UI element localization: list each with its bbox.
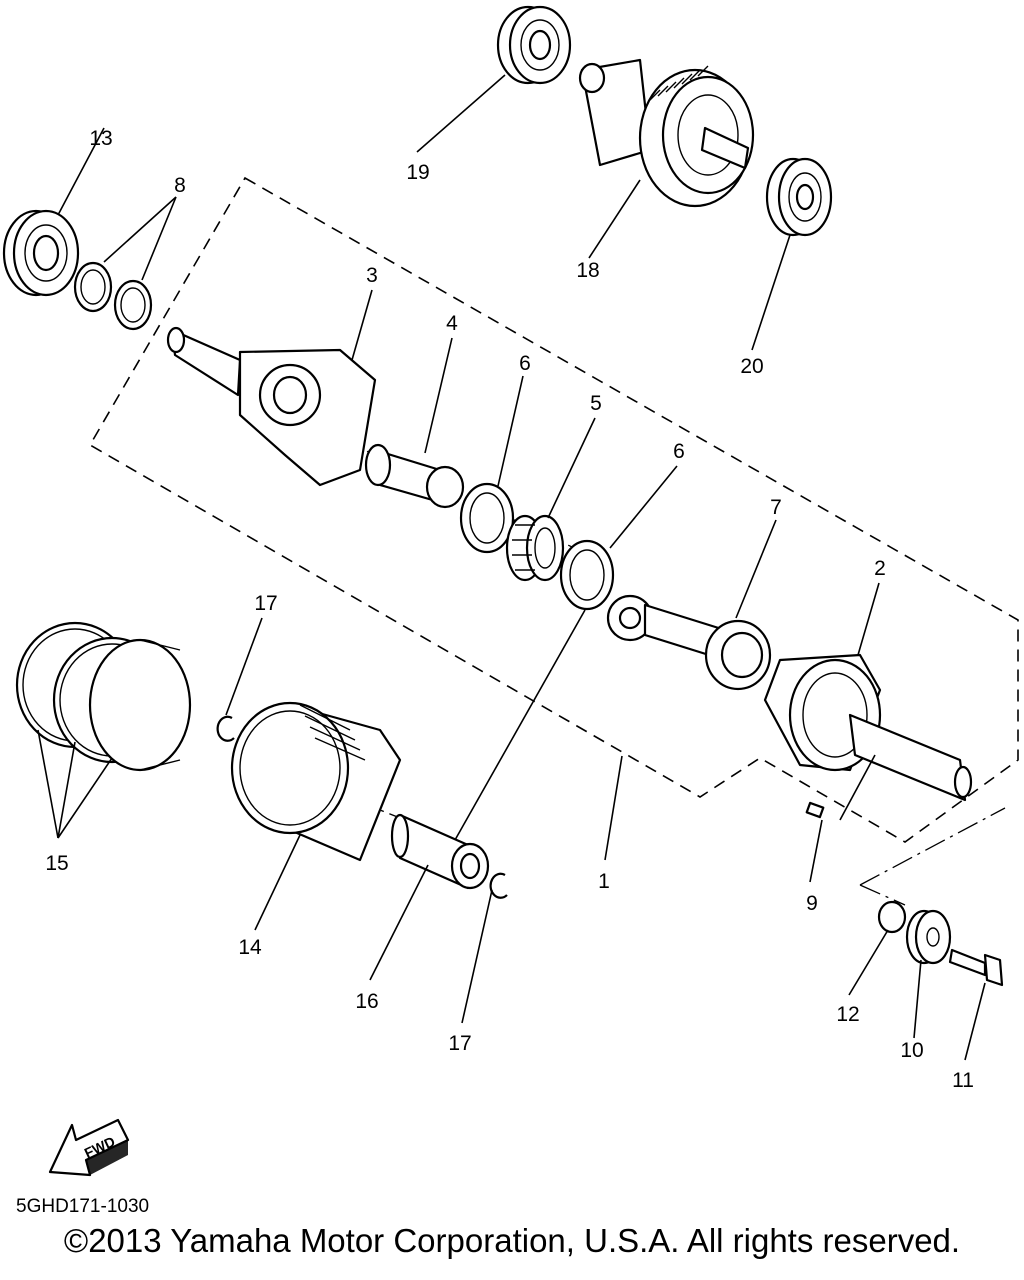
callout-8: 8 <box>174 174 186 197</box>
leader-line <box>735 519 777 619</box>
callout-7: 7 <box>770 496 782 519</box>
circlip-17 <box>216 715 235 742</box>
callout-17: 17 <box>448 1032 471 1055</box>
connecting-rod-7 <box>606 594 772 691</box>
right-crank-2 <box>763 653 973 802</box>
callout-10: 10 <box>900 1039 923 1062</box>
bearing-19 <box>496 5 572 85</box>
left-crank-3 <box>166 326 377 487</box>
bearing-20 <box>765 157 833 237</box>
washer-6 <box>459 482 615 611</box>
leader-line <box>913 959 922 1039</box>
piston-14 <box>230 701 402 862</box>
leader-line <box>37 729 59 839</box>
callout-14: 14 <box>238 936 262 959</box>
crank-pin-4 <box>364 443 465 509</box>
leader-line <box>416 74 506 153</box>
leader-line <box>964 982 986 1061</box>
callout-9: 9 <box>806 892 818 915</box>
woodruff-key-9 <box>805 801 825 819</box>
bolt-11 <box>948 948 1004 987</box>
leader-line <box>254 834 301 931</box>
leader-line <box>103 196 177 263</box>
leader-line <box>424 337 453 454</box>
balancer-shaft-18 <box>578 58 755 208</box>
center-line <box>859 884 906 906</box>
callout-19: 19 <box>406 161 429 184</box>
callout-18: 18 <box>576 259 599 282</box>
washer-10 <box>905 909 952 965</box>
callout-2: 2 <box>874 557 886 580</box>
piston-pin-16 <box>390 813 490 890</box>
leader-line <box>57 757 113 839</box>
o-ring-12 <box>877 900 907 934</box>
document-code: 5GHD171-1030 <box>16 1196 150 1217</box>
leader-line <box>497 375 524 487</box>
leader-line <box>369 864 429 981</box>
leader-line <box>839 754 876 821</box>
leader-line <box>454 609 586 841</box>
fwd-arrow-icon: FWD <box>48 1118 130 1177</box>
leader-line <box>857 582 880 656</box>
callout-4: 4 <box>446 312 458 335</box>
bearing-13 <box>2 209 80 297</box>
center-line <box>859 807 1006 886</box>
callout-12: 12 <box>836 1003 859 1026</box>
callout-16: 16 <box>355 990 378 1013</box>
callout-20: 20 <box>740 355 763 378</box>
callout-5: 5 <box>590 392 602 415</box>
needle-bearing-5 <box>505 514 565 582</box>
leader-line <box>461 889 493 1024</box>
leader-line <box>588 179 641 259</box>
copyright-notice: ©2013 Yamaha Motor Corporation, U.S.A. A… <box>63 1222 961 1259</box>
callout-17: 17 <box>254 592 277 615</box>
leader-line <box>751 234 791 351</box>
leader-line <box>351 289 373 361</box>
leader-line <box>848 929 889 996</box>
callout-1: 1 <box>598 870 610 893</box>
leader-line <box>225 617 263 716</box>
leader-line <box>57 741 76 839</box>
shim-8 <box>73 261 153 331</box>
leader-line <box>141 196 177 281</box>
leader-line <box>547 417 596 519</box>
leader-line <box>604 755 623 861</box>
callout-6: 6 <box>673 440 685 463</box>
leader-line <box>809 819 823 883</box>
callout-15: 15 <box>45 852 68 875</box>
callout-13: 13 <box>89 127 112 150</box>
callout-3: 3 <box>366 264 378 287</box>
leader-line <box>57 127 105 216</box>
callout-6: 6 <box>519 352 531 375</box>
circlip-17 <box>489 872 508 899</box>
leader-line <box>609 465 678 549</box>
piston-rings-15 <box>15 621 192 772</box>
callout-11: 11 <box>952 1069 974 1092</box>
